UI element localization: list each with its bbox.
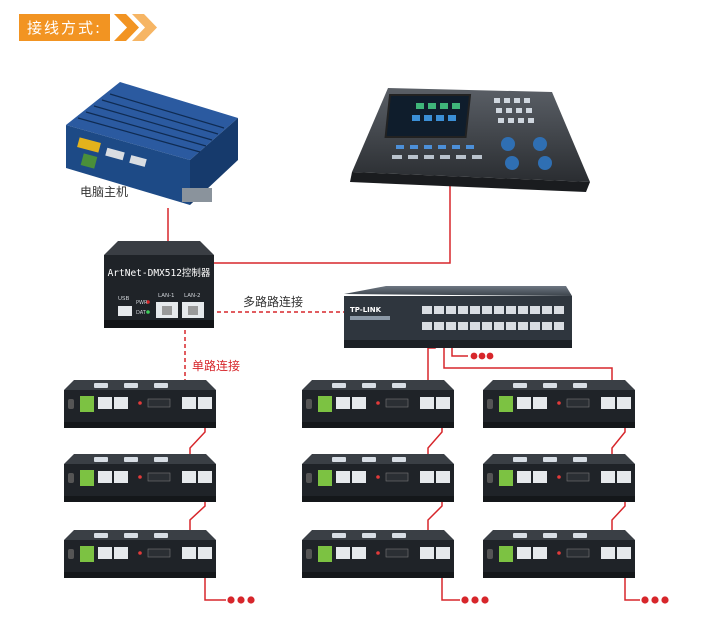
- computer-host-device: [66, 82, 238, 205]
- network-switch-device: [344, 286, 572, 348]
- ellipsis-dots-icon: [470, 352, 494, 360]
- pwr-led-label: PWR: [136, 300, 148, 306]
- ellipsis-dots-icon: [461, 596, 489, 604]
- dmx-decoder-device: [301, 379, 455, 429]
- lighting-console-device: [350, 88, 590, 192]
- controller-model-label: ArtNet-DMX512控制器: [108, 267, 211, 279]
- dmx-decoder-device: [482, 453, 636, 503]
- right-chain-tail: [624, 569, 640, 601]
- multi-link-label: 多路路连接: [243, 295, 304, 309]
- section-header: 接线方式:: [19, 12, 168, 42]
- dmx-decoder-device: [482, 529, 636, 579]
- artnet-controller-device: [104, 241, 214, 328]
- dat-led-label: DAT: [136, 310, 147, 316]
- section-title: 接线方式:: [19, 13, 111, 41]
- lan2-port-label: LAN-2: [184, 293, 201, 299]
- dmx-decoder-device: [482, 379, 636, 429]
- controller-to-console-line: [210, 182, 451, 264]
- dmx-decoder-device: [63, 529, 217, 579]
- left-chain-tail: [204, 569, 226, 601]
- dmx-decoder-device: [63, 453, 217, 503]
- dmx-decoder-device: [301, 453, 455, 503]
- dmx-decoder-device: [63, 379, 217, 429]
- ellipsis-dots-icon: [227, 596, 255, 604]
- switch-brand-label: TP-LINK: [350, 306, 382, 314]
- mid-chain-tail: [441, 569, 460, 601]
- ellipsis-dots-icon: [641, 596, 669, 604]
- computer-host-label: 电脑主机: [80, 185, 129, 199]
- dmx-decoder-device: [301, 529, 455, 579]
- usb-port-label: USB: [118, 296, 130, 302]
- dmx-decoder-grid: [63, 379, 636, 579]
- single-link-label: 单路连接: [192, 359, 241, 373]
- continuation-dots: [227, 352, 669, 604]
- double-chevron-right-icon: [114, 13, 158, 41]
- lan1-port-label: LAN-1: [158, 293, 175, 299]
